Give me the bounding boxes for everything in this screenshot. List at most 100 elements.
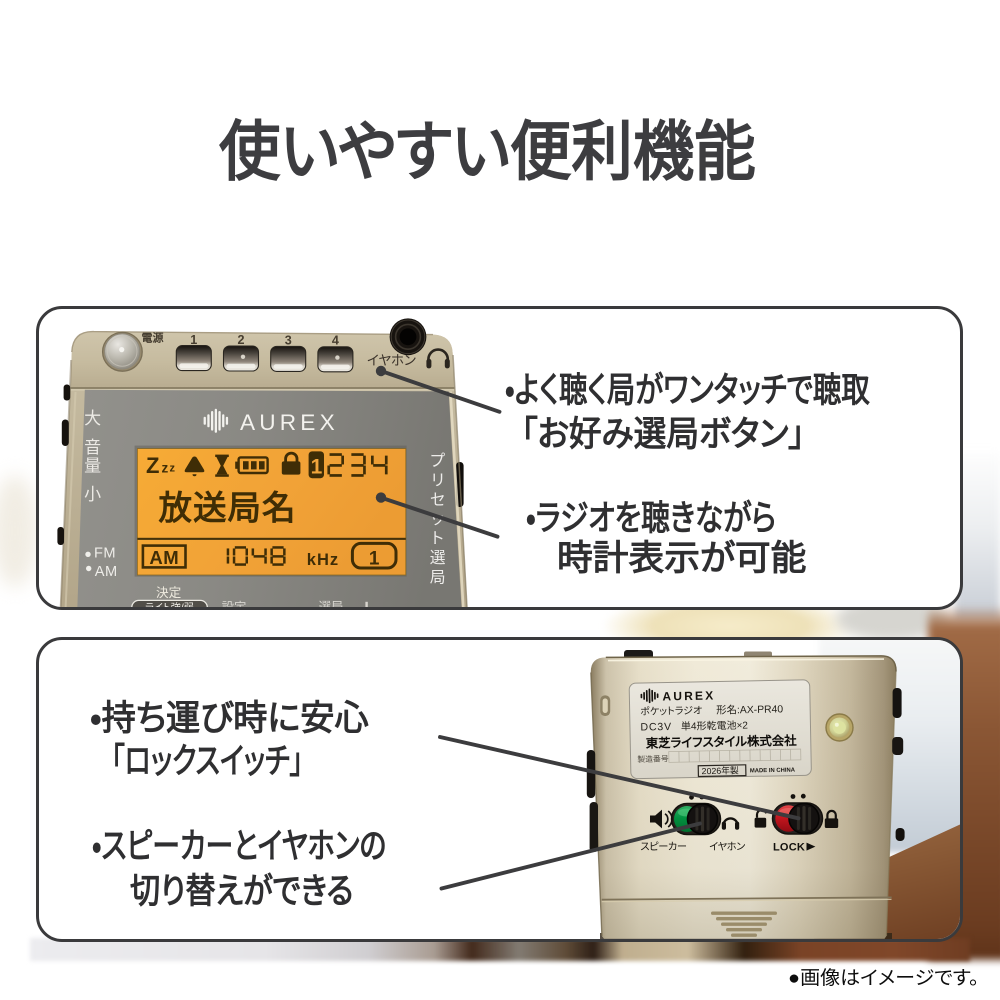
sleep-z-mid: z: [162, 461, 169, 476]
plate-brand-text: AUREX: [662, 688, 715, 703]
side-button-back-right-1: [892, 688, 902, 718]
image-disclaimer-caption: ●画像はイメージです。: [787, 968, 979, 989]
brand-logo-waveform-icon: [203, 408, 229, 433]
lcd-station-name: 放送局名: [159, 491, 297, 528]
lcd-frequency-unit: kHz: [307, 551, 339, 569]
lcd-band: AM: [149, 547, 179, 568]
hourglass-icon: [215, 454, 229, 477]
callout-line-clock: [379, 495, 500, 539]
plate-battery-spec: 単4形乾電池×2: [681, 718, 749, 732]
preset-buttons: 1 2 3 4: [175, 333, 354, 373]
feature-card-front: 電源 1 2 3: [36, 306, 963, 610]
side-tuning-button: [589, 802, 598, 852]
volume-label-2: 量: [84, 457, 101, 476]
power-button: [101, 331, 143, 372]
sleep-zzz-icon: Z z z: [146, 453, 176, 478]
alarm-bell-icon: [184, 456, 205, 477]
side-jog-dial: [892, 737, 904, 755]
preset-button-1-label: 1: [190, 333, 197, 347]
brand-logo: AUREX: [203, 408, 339, 435]
preset-button-2-label: 2: [237, 333, 244, 347]
callout-lines-back: [438, 735, 801, 891]
grip-ridges: [711, 911, 777, 937]
sleep-z-small: z: [170, 463, 176, 475]
plate-company: 東芝ライフスタイル株式会社: [646, 733, 798, 751]
enter-label: 決定: [156, 586, 182, 600]
lcd-frequency: [226, 546, 286, 566]
led-indicator: [825, 713, 854, 742]
lock-switch-label: LOCK: [773, 842, 805, 854]
label-plate: AUREX ポケットラジオ 形名:AX-PR40 DC3V 単4形乾電池×2 東…: [628, 679, 812, 780]
preset-button-2: 2: [222, 333, 260, 372]
plate-year-box: [697, 764, 747, 778]
earphone-switch-label: イヤホン: [709, 841, 746, 853]
strap-hole: [600, 695, 611, 716]
radio-back-illustration: AUREX ポケットラジオ 形名:AX-PR40 DC3V 単4形乾電池×2 東…: [438, 650, 905, 939]
annotation-speaker-line1: ・スピーカーとイヤホンの: [92, 827, 387, 866]
switch-knob-speaker: [686, 803, 719, 835]
locked-icon: [824, 809, 839, 828]
plate-brand-logo: [640, 688, 659, 704]
sleep-z-large: Z: [146, 453, 159, 478]
preset-button-4-label: 4: [332, 334, 339, 348]
annotation-lock-line1: ・持ち運び時に安心: [90, 699, 370, 738]
feature-card-back: AUREX ポケットラジオ 形名:AX-PR40 DC3V 単4形乾電池×2 東…: [36, 637, 963, 942]
preset-button-3-label: 3: [285, 333, 292, 347]
earphone-switch-icon: [721, 817, 740, 830]
headphone-icon: [426, 348, 450, 369]
annotation-preset-line1: ・よく聴く局がワンタッチで聴取: [504, 371, 870, 410]
lcd-preset-number: 1: [369, 548, 380, 569]
annotation-preset-line2: 「お好み選局ボタン」: [521, 415, 806, 454]
earphone-label: イヤホン: [367, 353, 416, 368]
bottom-controls: 決定 ライト強/弱 設定 選局: [131, 586, 368, 608]
callout-line-lock: [438, 735, 801, 821]
battery-cover: [601, 896, 892, 937]
page-title: 使いやすい便利機能: [218, 115, 756, 188]
earphone-jack: [389, 318, 427, 356]
tuning-label: 選局: [319, 600, 344, 607]
power-label: 電源: [142, 331, 164, 345]
side-buttons-left: [57, 384, 71, 545]
band-labels: FM AM: [85, 545, 117, 580]
annotation-speaker-line2: 切り替えができる: [130, 872, 354, 911]
callout-lines-front: [375, 365, 502, 539]
radio-front-illustration: 電源 1 2 3: [57, 318, 502, 608]
annotation-clock-line1: ・ラジオを聴きながら: [525, 499, 776, 538]
brand-logo-text: AUREX: [240, 410, 339, 435]
callout-line-speaker: [439, 821, 702, 891]
background-blur-left: [0, 475, 38, 587]
battery-icon: [235, 456, 269, 475]
volume-large-label: 大: [84, 409, 101, 428]
preset-active-number: 1: [311, 455, 323, 478]
plate-serial-grid: [668, 748, 802, 763]
preset-side-label: プリセット選局: [430, 452, 446, 586]
preset-button-4: 4: [317, 334, 354, 373]
plate-serial-label: 製造番号: [637, 753, 669, 764]
lock-icon: [281, 451, 301, 475]
annotation-clock-line2: 時計表示が可能: [557, 539, 807, 578]
lcd-divider: [137, 537, 406, 540]
plate-made-in: MADE IN CHINA: [750, 768, 796, 775]
switch-knob-lock: [788, 802, 820, 835]
preset-indicator-active: 1: [308, 451, 324, 478]
speaker-icon: [650, 809, 673, 829]
light-button: [131, 599, 208, 607]
lock-direction-arrow: [806, 842, 816, 851]
preset-indicator-numbers: [327, 453, 388, 477]
volume-labels: 大 音 量 小: [84, 409, 101, 504]
band-fm-label: FM: [94, 545, 116, 561]
lcd-band-box: [141, 544, 187, 569]
light-button-label: ライト強/弱: [145, 601, 194, 607]
plate-product-type: ポケットラジオ: [640, 705, 702, 718]
speaker-switch-label: スピーカー: [640, 841, 686, 853]
side-button-back-right-2: [895, 828, 905, 841]
plate-year: 2026年製: [702, 764, 740, 776]
preset-button-3: 3: [270, 333, 307, 372]
side-volume-button: [586, 750, 596, 798]
callout-line-preset: [379, 369, 502, 414]
settings-label: 設定: [222, 601, 247, 608]
lcd-display: Z z z: [134, 445, 407, 577]
preset-button-1: 1: [175, 333, 212, 372]
plate-power-spec: DC3V: [640, 721, 672, 734]
